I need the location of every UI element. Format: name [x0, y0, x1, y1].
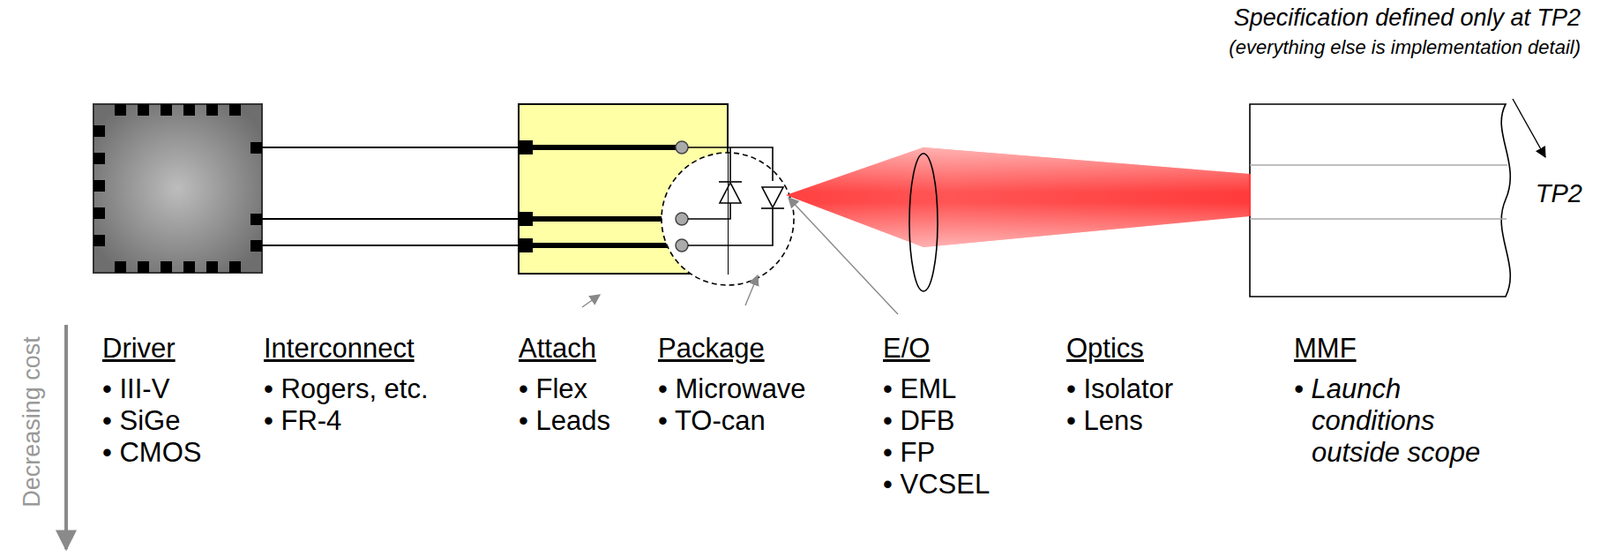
bullet-item: • CMOS — [102, 436, 202, 469]
cost-arrow — [64, 324, 68, 549]
light-beam — [785, 147, 1250, 247]
bullet-item: • FP — [882, 436, 935, 469]
column-heading: Attach — [518, 331, 597, 366]
bullet-item: • VCSEL — [882, 468, 990, 501]
column-heading: Package — [657, 331, 765, 366]
bullet-item: • SiGe — [102, 404, 180, 437]
bullet-item: • Isolator — [1066, 373, 1174, 405]
bullet-item: • Flex — [518, 373, 588, 405]
bond-points — [675, 141, 688, 252]
bullet-item: • DFB — [882, 404, 955, 437]
test-point: TP2 — [1535, 178, 1583, 209]
column-heading: Driver — [102, 331, 176, 366]
bullet-item: • Rogers, etc. — [263, 373, 429, 405]
diode-circuit — [687, 147, 785, 246]
attach-traces — [529, 147, 676, 246]
bullet-item: • Launch conditions outside scope — [1293, 373, 1497, 469]
bullet-item: • Microwave — [657, 373, 807, 405]
column-heading: E/O — [882, 331, 930, 366]
package-outline — [661, 152, 794, 285]
bullet-item: • Leads — [518, 404, 611, 437]
callout-leaders — [582, 197, 898, 315]
column-heading: MMF — [1293, 331, 1357, 366]
column-heading: Interconnect — [263, 331, 415, 366]
bullet-item: • FR-4 — [263, 404, 342, 437]
spec-note: (everything else is implementation detai… — [1228, 35, 1581, 60]
bullet-item: • Lens — [1066, 404, 1144, 437]
axis-label: Decreasing cost — [18, 336, 45, 508]
lens — [909, 153, 938, 292]
spec-note: Specification defined only at TP2 — [1233, 3, 1581, 32]
fiber — [1249, 104, 1511, 297]
bullet-item: • TO-can — [657, 404, 766, 437]
chip-pads — [93, 104, 262, 273]
bullet-item: • III-V — [102, 373, 170, 405]
bullet-item: • EML — [882, 373, 957, 405]
column-heading: Optics — [1066, 331, 1144, 366]
attach-pads — [518, 140, 533, 253]
driver-chip — [93, 104, 262, 273]
interconnect-wires — [261, 147, 526, 246]
leader-lines — [1512, 98, 1546, 158]
